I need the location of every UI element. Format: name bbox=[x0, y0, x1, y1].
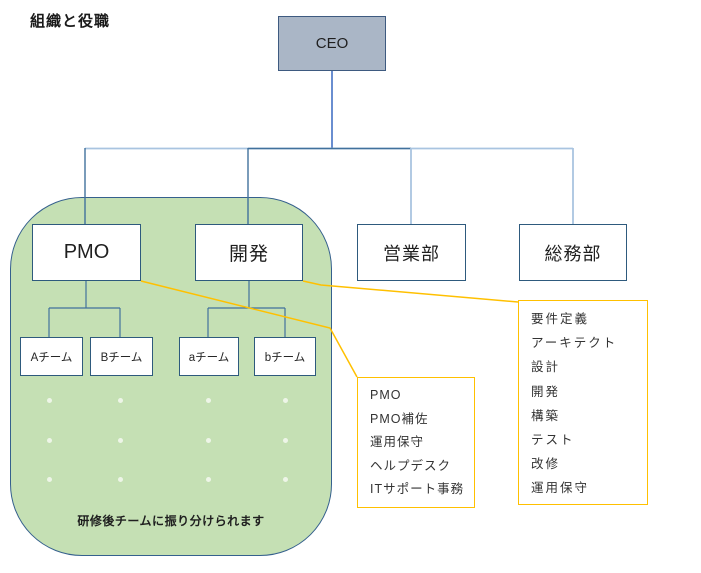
leader-line-pmo-roles bbox=[140, 280, 358, 378]
leader-line-dev-roles bbox=[302, 280, 519, 303]
callout-dev-roles: 要件定義 アーキテクト 設計 開発 構築 テスト 改修 運用保守 bbox=[518, 300, 648, 505]
member-dot bbox=[282, 438, 288, 443]
node-team-a: Aチーム bbox=[20, 337, 83, 376]
node-team-a-lower-label: aチーム bbox=[188, 351, 230, 364]
member-dot bbox=[205, 438, 211, 443]
pmo-role-item: PMO bbox=[370, 388, 402, 402]
member-dot bbox=[46, 438, 52, 443]
node-team-b-lower: bチーム bbox=[254, 337, 316, 376]
dev-role-item: 要件定義 bbox=[531, 312, 590, 326]
page-title: 組織と役職 bbox=[30, 13, 111, 30]
member-dot bbox=[117, 477, 123, 482]
node-team-a-lower: aチーム bbox=[179, 337, 239, 376]
member-dot bbox=[205, 477, 211, 482]
dev-role-item: 運用保守 bbox=[531, 481, 590, 496]
member-dot bbox=[46, 398, 52, 403]
dev-roles-list: 要件定義 アーキテクト 設計 開発 構築 テスト 改修 運用保守 bbox=[531, 307, 647, 501]
dev-role-item: アーキテクト bbox=[531, 336, 618, 351]
member-dot bbox=[46, 477, 52, 482]
node-team-b-lower-label: bチーム bbox=[264, 351, 306, 364]
pmo-roles-list: PMO PMO補佐 運用保守 ヘルプデスク ITサポート事務 bbox=[370, 384, 474, 502]
member-dot bbox=[282, 477, 288, 482]
node-team-a-label: Aチーム bbox=[30, 351, 73, 364]
member-dot bbox=[117, 398, 123, 403]
node-dept-development-label: 開発 bbox=[228, 244, 269, 265]
pmo-role-item: 運用保守 bbox=[370, 435, 425, 449]
dev-role-item: テスト bbox=[531, 433, 575, 448]
dev-role-item: 設計 bbox=[531, 360, 561, 375]
dev-role-item: 開発 bbox=[531, 384, 561, 399]
node-dept-development: 開発 bbox=[195, 224, 303, 281]
dev-role-item: 改修 bbox=[531, 457, 561, 472]
node-dept-general-affairs: 総務部 bbox=[519, 224, 627, 281]
pmo-role-item: ヘルプデスク bbox=[370, 458, 452, 473]
node-ceo-label: CEO bbox=[315, 35, 349, 52]
callout-pmo-roles: PMO PMO補佐 運用保守 ヘルプデスク ITサポート事務 bbox=[357, 377, 475, 508]
dev-role-item: 構築 bbox=[531, 408, 561, 423]
node-team-b: Bチーム bbox=[90, 337, 153, 376]
node-dept-general-affairs-label: 総務部 bbox=[544, 243, 602, 264]
pmo-role-item: ITサポート事務 bbox=[370, 482, 465, 496]
training-note: 研修後チームに振り分けられます bbox=[77, 514, 265, 528]
pmo-role-item: PMO補佐 bbox=[370, 411, 429, 426]
member-dot bbox=[282, 398, 288, 403]
member-dot bbox=[117, 438, 123, 443]
node-dept-sales-label: 営業部 bbox=[383, 243, 440, 264]
node-team-b-label: Bチーム bbox=[100, 351, 143, 364]
node-dept-sales: 営業部 bbox=[357, 224, 466, 281]
member-dot bbox=[205, 398, 211, 403]
node-dept-pmo: PMO bbox=[32, 224, 141, 281]
node-dept-pmo-label: PMO bbox=[63, 241, 110, 263]
node-ceo: CEO bbox=[278, 16, 386, 71]
